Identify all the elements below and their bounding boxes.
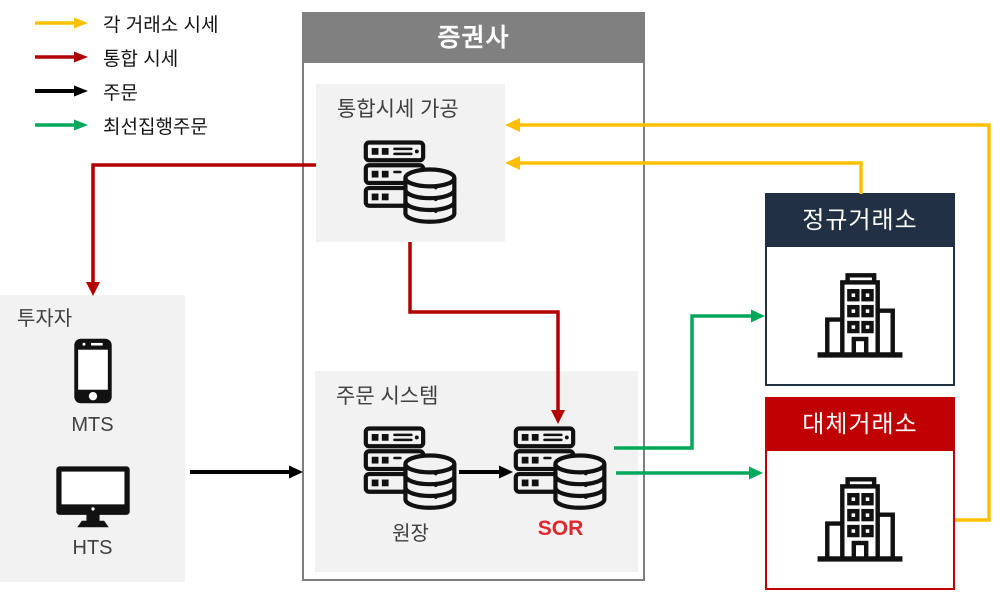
ledger-server-wrap: 원장: [363, 426, 458, 546]
desktop-monitor-icon: [55, 465, 131, 528]
legend-label: 통합 시세: [103, 48, 179, 70]
investor-title: 투자자: [17, 308, 73, 330]
legend-item-order: 주문: [34, 74, 218, 108]
yellow-arrow-icon: [35, 17, 88, 29]
consolidated-quote-processing-box: 통합시세 가공: [316, 84, 505, 242]
order-box-title: 주문 시스템: [336, 385, 439, 408]
dark-red-arrow-icon: [35, 51, 88, 63]
alternative-exchange-box: 대체거래소: [765, 397, 955, 590]
black-arrow-icon: [35, 85, 88, 97]
sor-server-wrap: SOR: [513, 426, 608, 541]
quote-box-title: 통합시세 가공: [337, 98, 459, 121]
legend: 각 거래소 시세 통합 시세 주문 최선집행주문: [34, 6, 218, 142]
legend-item-best-execution-order: 최선집행주문: [34, 108, 218, 142]
hts-device: HTS: [0, 465, 185, 560]
green-arrow-icon: [35, 119, 88, 131]
legend-label: 각 거래소 시세: [103, 14, 219, 36]
mts-device: MTS: [0, 337, 185, 437]
alternative-exchange-title: 대체거래소: [767, 399, 953, 451]
ledger-label: 원장: [392, 523, 429, 545]
sor-label: SOR: [537, 517, 584, 540]
arrow-order-investor-to-order-system: [190, 465, 303, 479]
legend-item-exchange-quotes: 각 거래소 시세: [34, 6, 218, 40]
legend-label: 최선집행주문: [103, 116, 208, 138]
broker-title: 증권사: [304, 14, 643, 63]
investor-box: 투자자 MTS HTS: [0, 295, 185, 582]
regular-exchange-body: [767, 247, 953, 384]
hts-label: HTS: [72, 537, 113, 559]
building-icon: [814, 474, 906, 566]
server-database-icon: [513, 426, 608, 512]
quote-server-wrap: [363, 140, 458, 231]
legend-label: 주문: [103, 82, 138, 104]
alternative-exchange-body: [767, 451, 953, 588]
server-database-icon: [363, 426, 458, 512]
regular-exchange-title: 정규거래소: [767, 195, 953, 247]
server-database-icon: [363, 140, 458, 226]
arrow-consolidated-quotes-to-investor: [86, 163, 316, 296]
legend-item-consolidated-quotes: 통합 시세: [34, 40, 218, 74]
smartphone-icon: [73, 337, 113, 405]
order-system-box: 주문 시스템 원장 SOR: [315, 371, 638, 572]
mts-label: MTS: [71, 414, 114, 436]
regular-exchange-box: 정규거래소: [765, 193, 955, 386]
building-icon: [814, 270, 906, 362]
